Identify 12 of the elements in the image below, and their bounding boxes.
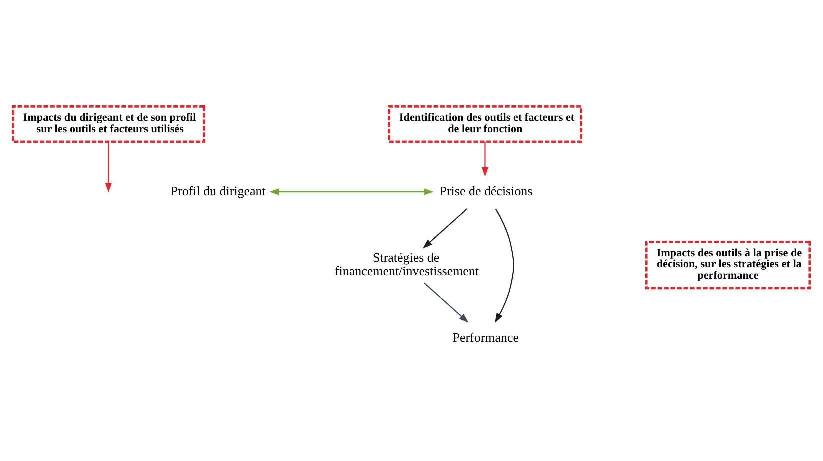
node-box: Identification des outils et facteurs et de leur fonction <box>388 105 582 143</box>
arrow <box>482 142 489 177</box>
node-box: Impacts du dirigeant et de son profil sur les outils et facteurs utilisés <box>12 105 206 143</box>
arrow <box>422 208 468 248</box>
arrow <box>269 188 434 195</box>
node-box: Impacts des outils à la prise de décision, sur les stratégies et la performance <box>645 240 812 290</box>
node-text: Prise de décisions <box>440 182 533 198</box>
arrow <box>424 282 469 322</box>
node-text: Stratégies de financement/investissement <box>334 249 480 278</box>
node-text: Profil du dirigeant <box>170 182 266 198</box>
arrow <box>495 208 514 323</box>
node-text: Performance <box>452 330 520 345</box>
